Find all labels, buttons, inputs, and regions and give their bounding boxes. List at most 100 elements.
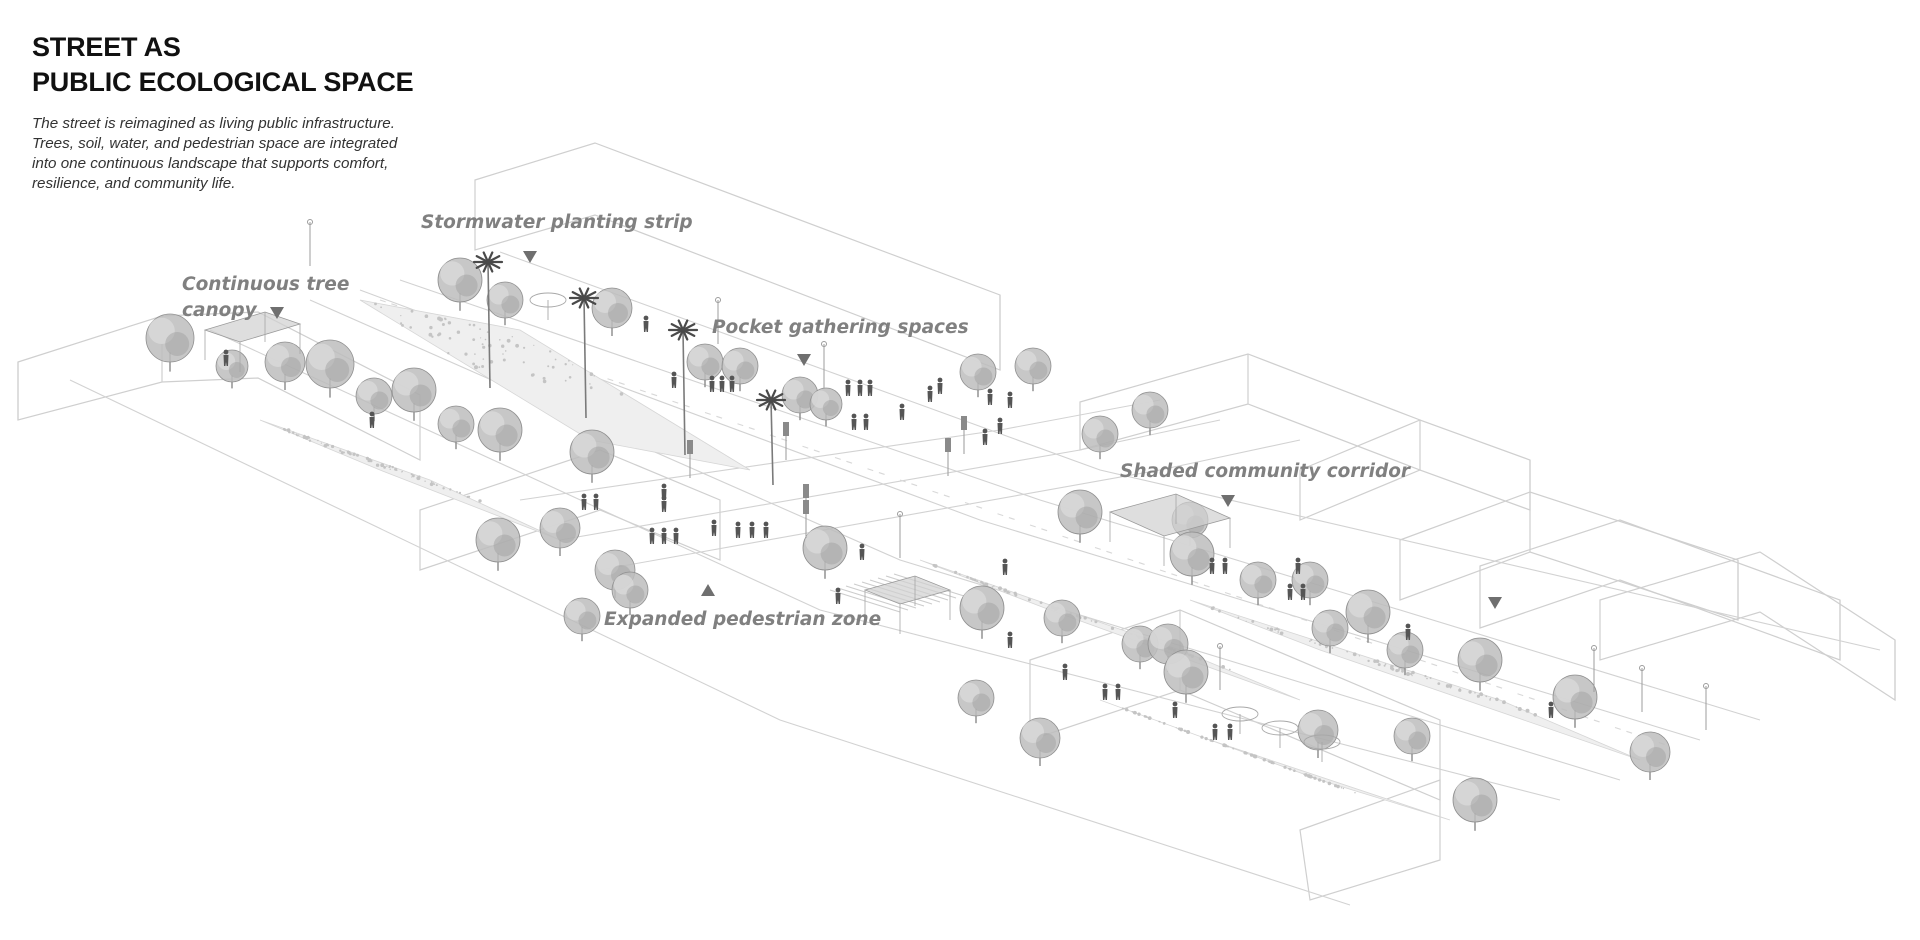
person-body bbox=[719, 381, 725, 392]
person bbox=[1405, 623, 1411, 640]
bed-texture bbox=[472, 323, 476, 327]
bed-texture bbox=[356, 453, 359, 457]
tree-highlight bbox=[1313, 612, 1334, 633]
tree bbox=[809, 387, 843, 427]
person-body bbox=[1002, 564, 1008, 575]
lane-dash bbox=[1289, 614, 1309, 622]
tree-highlight bbox=[1632, 735, 1654, 757]
palm-trunk bbox=[487, 261, 491, 389]
building-outline bbox=[1399, 491, 1739, 621]
tree-highlight bbox=[1150, 627, 1172, 649]
bed-texture bbox=[1027, 598, 1031, 602]
bed-texture bbox=[1358, 655, 1361, 657]
bed-texture bbox=[1314, 642, 1316, 644]
bed-texture bbox=[568, 376, 572, 379]
signal-head bbox=[961, 416, 967, 430]
person bbox=[863, 413, 869, 430]
bed-texture bbox=[568, 359, 570, 362]
bed-texture bbox=[1212, 606, 1215, 609]
bed-texture bbox=[1272, 761, 1275, 765]
person-head bbox=[749, 521, 755, 527]
tree-highlight bbox=[1060, 493, 1085, 518]
bed-texture bbox=[551, 365, 555, 369]
tree bbox=[1057, 489, 1103, 543]
tree-shadow bbox=[370, 391, 389, 410]
tree bbox=[1043, 599, 1081, 644]
tree-highlight bbox=[783, 379, 804, 400]
bed-texture bbox=[1083, 616, 1087, 620]
bed-texture bbox=[467, 495, 471, 498]
label-pocket-gathering-spaces: Pocket gathering spaces bbox=[712, 317, 969, 338]
bed-texture bbox=[386, 465, 388, 467]
person-body bbox=[845, 385, 851, 396]
bed-texture bbox=[1094, 620, 1098, 624]
person-head bbox=[223, 349, 229, 355]
bed-texture bbox=[980, 580, 983, 584]
person-body bbox=[763, 527, 769, 538]
bed-texture bbox=[993, 585, 995, 587]
tree bbox=[145, 313, 195, 372]
tree-shadow bbox=[1029, 361, 1048, 380]
bed-texture bbox=[1121, 707, 1124, 710]
bed-texture bbox=[1262, 758, 1267, 762]
curb-line bbox=[559, 419, 1221, 541]
bed-texture bbox=[409, 326, 413, 329]
person-head bbox=[1002, 558, 1008, 564]
bed-texture bbox=[504, 350, 507, 352]
bed-texture bbox=[1178, 727, 1181, 731]
label-canopy-line-2: canopy bbox=[182, 300, 257, 321]
tree-shadow bbox=[608, 303, 628, 323]
person-head bbox=[649, 527, 655, 533]
bed-texture bbox=[1205, 738, 1208, 740]
bed-texture bbox=[981, 582, 985, 585]
tree bbox=[1014, 347, 1052, 392]
lane-dash bbox=[932, 490, 951, 498]
marker-down-triangle bbox=[1488, 597, 1502, 609]
bed-texture bbox=[417, 478, 419, 480]
person-head bbox=[581, 493, 587, 499]
planting-bed bbox=[1099, 699, 1451, 821]
bed-texture bbox=[464, 352, 468, 356]
tree-shadow bbox=[1363, 606, 1386, 629]
bed-texture bbox=[1322, 779, 1326, 783]
lane-dash bbox=[1127, 558, 1146, 566]
bed-texture bbox=[966, 575, 969, 579]
person-head bbox=[987, 388, 993, 394]
bed-texture bbox=[1411, 670, 1415, 675]
tree-shadow bbox=[1058, 613, 1077, 632]
tree-highlight bbox=[1388, 634, 1409, 655]
shade-canopy bbox=[863, 575, 952, 605]
tree-shadow bbox=[736, 361, 755, 380]
bed-texture bbox=[1384, 663, 1387, 665]
bed-texture bbox=[1327, 781, 1332, 786]
person-body bbox=[593, 499, 599, 510]
marker-up-triangle bbox=[701, 584, 715, 596]
crosswalk-stripe bbox=[845, 585, 917, 609]
bed-texture bbox=[472, 338, 476, 341]
person bbox=[671, 371, 677, 388]
tree bbox=[391, 367, 437, 421]
bed-texture bbox=[352, 452, 356, 456]
bed-texture bbox=[1373, 659, 1377, 663]
tree bbox=[1019, 717, 1061, 766]
marker-down-triangle bbox=[270, 307, 284, 319]
bed-texture bbox=[1133, 711, 1137, 715]
bed-texture bbox=[380, 306, 382, 309]
signal-head bbox=[803, 500, 809, 514]
planting-bed bbox=[359, 299, 751, 471]
palm-frond bbox=[582, 296, 590, 309]
bed-texture bbox=[331, 444, 335, 449]
tree-highlight bbox=[1555, 678, 1580, 703]
person-head bbox=[593, 493, 599, 499]
bed-texture bbox=[1308, 774, 1313, 779]
tree bbox=[539, 507, 581, 556]
lamp-head bbox=[1703, 683, 1709, 689]
tree bbox=[957, 679, 995, 724]
bed-texture bbox=[410, 473, 413, 476]
tree bbox=[563, 597, 601, 642]
tree-highlight bbox=[1016, 350, 1037, 371]
person-head bbox=[671, 371, 677, 377]
person-head bbox=[1212, 723, 1218, 729]
lamp-head bbox=[1217, 643, 1223, 649]
tree bbox=[959, 353, 997, 398]
